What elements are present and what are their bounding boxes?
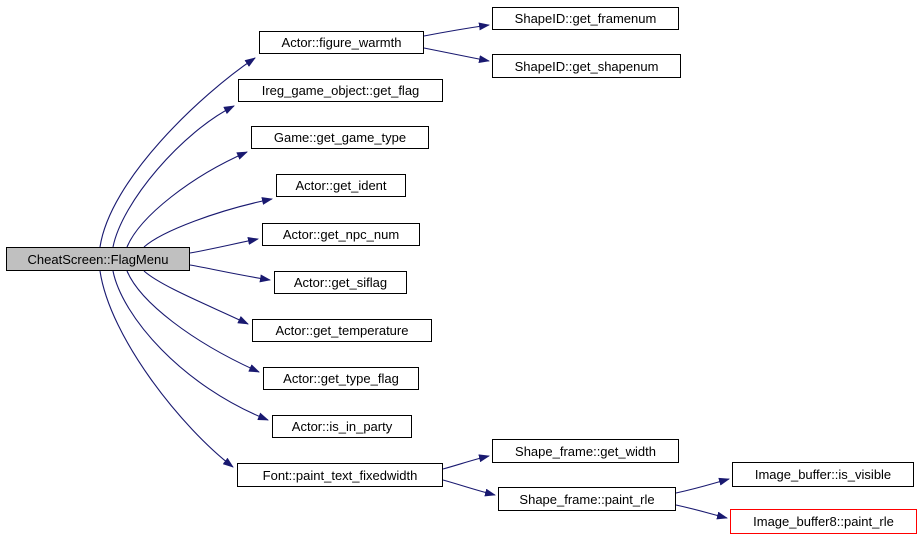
edge-figure_warmth-to-get_framenum [423, 22, 490, 37]
edge-flagmenu-to-get_type_flag [126, 270, 260, 373]
edge-paint_text-to-sf_paint_rle [442, 479, 496, 497]
edge-flagmenu-to-figure_warmth [99, 57, 256, 248]
node-actor-get-temperature[interactable]: Actor::get_temperature [252, 319, 432, 342]
node-game-get-game-type[interactable]: Game::get_game_type [251, 126, 429, 149]
node-actor-get-type-flag[interactable]: Actor::get_type_flag [263, 367, 419, 390]
node-actor-figure-warmth[interactable]: Actor::figure_warmth [259, 31, 424, 54]
node-shape-frame-paint-rle[interactable]: Shape_frame::paint_rle [498, 487, 676, 511]
edge-flagmenu-to-get_siflag [189, 264, 271, 283]
edge-flagmenu-to-get_game_type [126, 151, 248, 248]
node-actor-is-in-party[interactable]: Actor::is_in_party [272, 415, 412, 438]
node-cheatscreen-flagmenu[interactable]: CheatScreen::FlagMenu [6, 247, 190, 271]
node-actor-get-ident[interactable]: Actor::get_ident [276, 174, 406, 197]
edge-sf_paint_rle-to-is_visible [675, 477, 730, 494]
edge-paint_text-to-get_width [442, 454, 490, 470]
edge-sf_paint_rle-to-ib8_paint_rle [675, 504, 728, 520]
node-image-buffer8-paint-rle[interactable]: Image_buffer8::paint_rle [730, 509, 917, 534]
node-ireg-game-object-get-flag[interactable]: Ireg_game_object::get_flag [238, 79, 443, 102]
node-actor-get-npc-num[interactable]: Actor::get_npc_num [262, 223, 420, 246]
node-font-paint-text-fixedwidth[interactable]: Font::paint_text_fixedwidth [237, 463, 443, 487]
node-shape-frame-get-width[interactable]: Shape_frame::get_width [492, 439, 679, 463]
node-image-buffer-is-visible[interactable]: Image_buffer::is_visible [732, 462, 914, 487]
node-actor-get-siflag[interactable]: Actor::get_siflag [274, 271, 407, 294]
edge-flagmenu-to-ireg_get_flag [112, 105, 235, 248]
node-shapeid-get-framenum[interactable]: ShapeID::get_framenum [492, 7, 679, 30]
edge-flagmenu-to-is_in_party [112, 270, 269, 421]
edge-flagmenu-to-get_ident [143, 197, 273, 248]
edge-figure_warmth-to-get_shapenum [423, 47, 490, 64]
node-shapeid-get-shapenum[interactable]: ShapeID::get_shapenum [492, 54, 681, 78]
edge-flagmenu-to-get_temperature [143, 270, 249, 325]
edge-flagmenu-to-paint_text [99, 270, 234, 468]
edge-flagmenu-to-get_npc_num [189, 237, 259, 254]
